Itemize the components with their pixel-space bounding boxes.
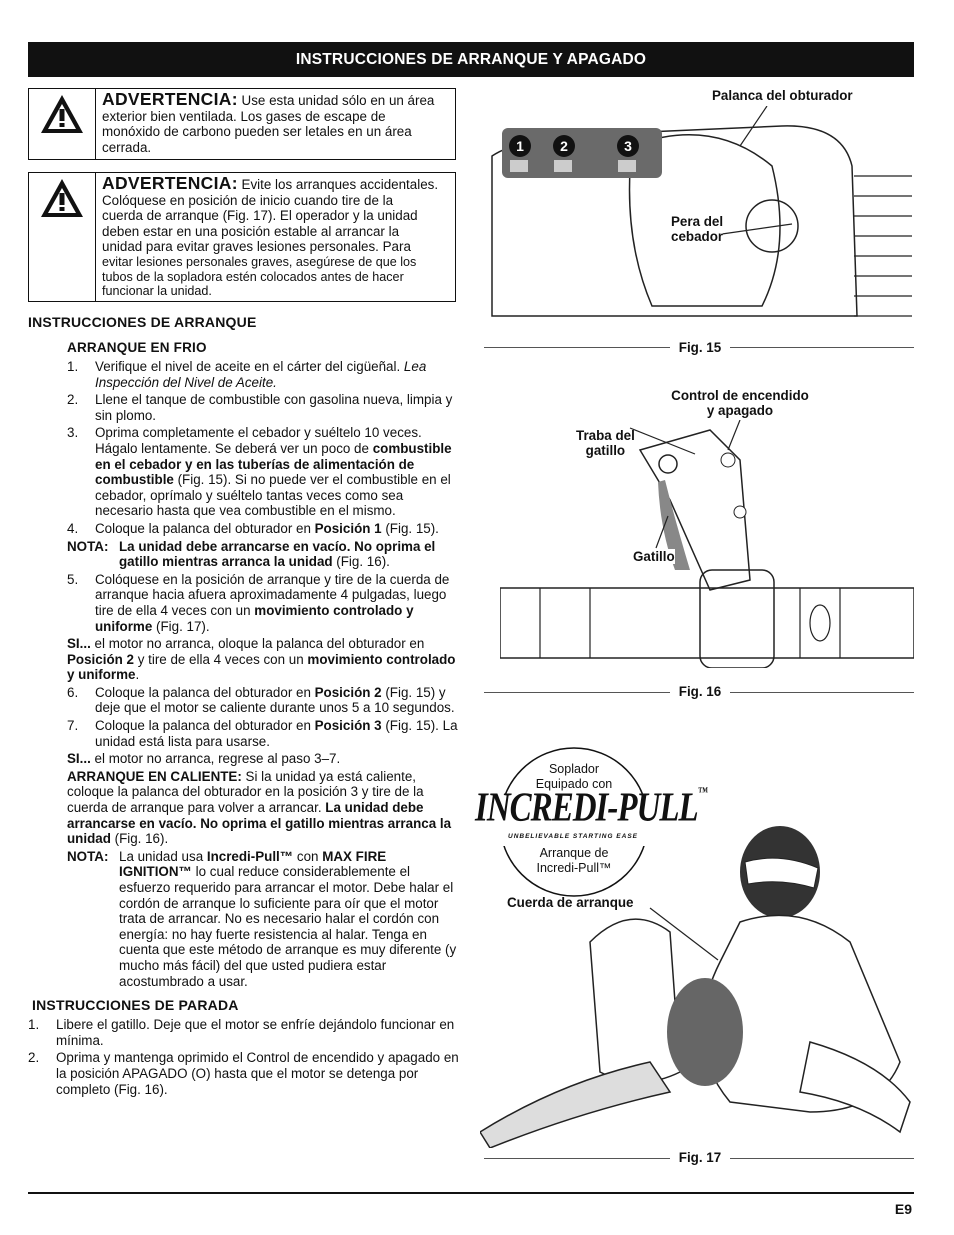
- caption-rule: [730, 1158, 914, 1159]
- figure-15-illustration: 1 2 3: [491, 106, 912, 317]
- list-item: 2. Llene el tanque de combustible con ga…: [67, 392, 453, 423]
- blower-tube: [480, 1061, 672, 1148]
- list-item: 7. Coloque la palanca del obturador en P…: [67, 718, 458, 749]
- fig-15-caption: Fig. 15: [678, 340, 722, 355]
- caption-rule: [730, 692, 914, 693]
- warning-text: ADVERTENCIA: Evite los arranques acciden…: [96, 173, 444, 301]
- caption-rule: [484, 1158, 670, 1159]
- subsection-title-cold-start: ARRANQUE EN FRIO: [67, 340, 207, 355]
- si-item: SI... el motor no arranca, regrese al pa…: [67, 751, 341, 767]
- warning-line: deben estar en una posición estable al a…: [102, 223, 400, 239]
- callout-on-off-switch: Control de encendido y apagado: [671, 388, 809, 418]
- blower-engine: [667, 978, 743, 1086]
- warning-triangle-icon: [41, 179, 83, 217]
- callout-trigger-lock: Traba del gatillo: [576, 428, 635, 458]
- logo-tagline: UNBELIEVABLE STARTING EASE: [508, 833, 639, 840]
- figure-17-operator-illustration: [480, 826, 911, 1148]
- footer-rule: [28, 1192, 914, 1194]
- list-item: 3. Oprima completamente el cebador y sué…: [67, 425, 452, 519]
- warning-line: Colóquese en posición de inicio cuando t…: [102, 192, 394, 208]
- list-item: 4. Coloque la palanca del obturador en P…: [67, 520, 439, 536]
- list-item: 5. Colóquese en la posición de arranque …: [67, 571, 450, 634]
- blower-tube: [500, 587, 914, 659]
- note-item: NOTA: La unidad usa Incredi-Pull™ con MA…: [67, 848, 457, 989]
- warning-line: cuerda de arranque (Fig. 17). El operado…: [102, 208, 418, 224]
- section-title-stop: INSTRUCCIONES DE PARADA: [32, 997, 239, 1014]
- warning-icon-cell: [29, 89, 96, 159]
- figure-16-illustration: [500, 420, 914, 668]
- incredi-pull-logo: INCREDI-PULL™: [475, 785, 708, 831]
- warning-line: monóxido de carbono pueden ser letales e…: [102, 124, 412, 140]
- warning-triangle-icon: [41, 95, 83, 133]
- warning-line: unidad para evitar graves lesiones perso…: [102, 239, 411, 255]
- warning-line-small: funcionar la unidad.: [102, 284, 212, 299]
- callout-choke-lever: Palanca del obturador: [712, 88, 853, 103]
- warning-icon-cell: [29, 173, 96, 301]
- trigger: [658, 480, 690, 570]
- position-label: 1: [516, 138, 524, 154]
- fig-17-caption: Fig. 17: [678, 1150, 722, 1165]
- warning-box-accidental-start: ADVERTENCIA: Evite los arranques acciden…: [28, 172, 456, 302]
- section-header: INSTRUCCIONES DE ARRANQUE Y APAGADO: [28, 42, 914, 77]
- caption-rule: [484, 692, 670, 693]
- fig-16-caption: Fig. 16: [678, 684, 722, 699]
- warning-line: cerrada.: [102, 139, 152, 155]
- caption-rule: [484, 347, 670, 348]
- warm-start-paragraph: ARRANQUE EN CALIENTE: Si la unidad ya es…: [67, 768, 452, 847]
- section-title-start: INSTRUCCIONES DE ARRANQUE: [28, 314, 257, 330]
- stop-list: 1. Libere el gatillo. Deje que el motor …: [28, 1017, 460, 1097]
- note-item: NOTA: La unidad debe arrancarse en vacío…: [67, 538, 436, 570]
- badge-bottom-text: Arranque de Incredi-Pull™: [536, 846, 612, 875]
- callout-starter-cord: Cuerda de arranque: [507, 895, 634, 910]
- left-column: INSTRUCCIONES DE ARRANQUE ARRANQUE EN FR…: [28, 314, 460, 1099]
- primer-bulb: [745, 199, 799, 253]
- warning-line: exterior bien ventilada. Los gases de es…: [102, 108, 386, 124]
- position-label: 2: [560, 138, 568, 154]
- si-item: SI... el motor no arranca, oloque la pal…: [67, 636, 456, 683]
- warning-line-small: tubos de la sopladora estén colocados an…: [102, 269, 404, 284]
- warning-text-first: Evite los arranques accidentales.: [237, 177, 439, 192]
- caption-rule: [730, 347, 914, 348]
- badge-top-text: Soplador Equipado con: [535, 762, 613, 791]
- cold-start-list: 1. Verifique el nivel de aceite en el cá…: [67, 359, 460, 989]
- callout-primer-bulb: Pera del cebador: [671, 214, 724, 244]
- list-item: 1. Verifique el nivel de aceite en el cá…: [67, 359, 427, 390]
- list-item: 6. Coloque la palanca del obturador en P…: [67, 684, 455, 716]
- warning-title: ADVERTENCIA:: [102, 89, 238, 109]
- callout-trigger: Gatillo: [633, 549, 675, 564]
- warning-text-first: Use esta unidad sólo en un área: [237, 93, 435, 108]
- warning-line-small: evitar lesiones personales graves, asegú…: [102, 254, 417, 269]
- position-label: 3: [624, 138, 632, 154]
- warning-text: ADVERTENCIA: Use esta unidad sólo en un …: [96, 89, 440, 159]
- warning-title: ADVERTENCIA:: [102, 173, 238, 193]
- warning-box-ventilation: ADVERTENCIA: Use esta unidad sólo en un …: [28, 88, 456, 160]
- incredi-pull-badge: [474, 747, 674, 897]
- list-item: 2. Oprima y mantenga oprimido el Control…: [28, 1050, 459, 1097]
- list-item: 1. Libere el gatillo. Deje que el motor …: [28, 1017, 455, 1048]
- blower-backpack-frame: [589, 918, 681, 1083]
- page-number: E9: [894, 1201, 912, 1217]
